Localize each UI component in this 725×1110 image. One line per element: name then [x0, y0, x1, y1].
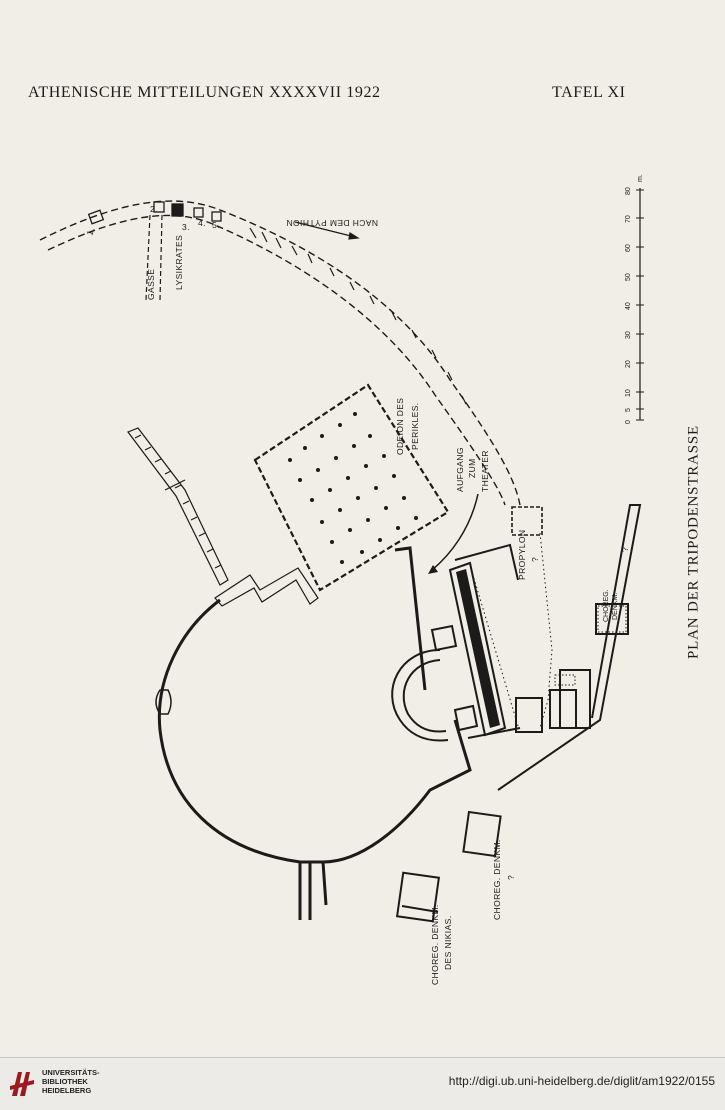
library-line-3: HEIDELBERG — [42, 1086, 92, 1095]
label-choreg-mid-q: ? — [506, 875, 516, 880]
scale-tick-70: 70 — [625, 215, 632, 223]
scale-tick-10: 10 — [625, 389, 632, 397]
permalink[interactable]: http://digi.ub.uni-heidelberg.de/diglit/… — [449, 1074, 715, 1088]
label-num-1: 1. — [84, 226, 96, 237]
label-odeion-2: PERIKLES. — [410, 402, 420, 450]
scale-tick-5: 5 — [625, 408, 632, 412]
library-name: UNIVERSITÄTS- BIBLIOTHEK HEIDELBERG — [42, 1068, 100, 1095]
scale-tick-30: 30 — [625, 331, 632, 339]
label-choreg-nikias-2: DES NIKIAS. — [443, 916, 453, 970]
label-propylon-q: ? — [530, 557, 540, 562]
permalink-link[interactable]: http://digi.ub.uni-heidelberg.de/diglit/… — [448, 1074, 715, 1088]
plate-number: TAFEL XI — [552, 84, 626, 101]
journal-header: ATHENISCHE MITTEILUNGEN XXXXVII 1922 — [28, 84, 381, 101]
odeion-columns — [288, 412, 418, 564]
scale-tick-20: 20 — [625, 360, 632, 368]
label-choreg-mid: CHOREG. DENKM. — [492, 839, 502, 920]
label-num-4: 4. — [198, 218, 206, 228]
label-choreg-top-2: DENKM. — [612, 593, 619, 620]
label-propylon: PROPYLON — [517, 530, 527, 580]
label-gasse: GASSE — [146, 269, 156, 300]
university-logo-icon — [10, 1072, 34, 1096]
label-num-3: 3. — [182, 222, 190, 232]
scale-unit: m. — [637, 174, 644, 182]
scale-tick-40: 40 — [625, 302, 632, 310]
label-aufgang-2: ZUM — [467, 458, 477, 478]
scale-tick-50: 50 — [625, 273, 632, 281]
scale-bar: 0 5 10 20 30 40 50 60 70 80 m. — [625, 174, 644, 424]
scale-tick-0: 0 — [625, 420, 632, 424]
tripod-street-plan: 1. 2. 3. 4. 5. GASSE LYSIKRATES NACH DEM… — [39, 174, 644, 985]
street-outline — [39, 200, 521, 506]
label-num-2: 2. — [150, 204, 158, 214]
label-choreg-top-q: ? — [620, 547, 630, 552]
label-choreg-top-1: CHOREG. — [603, 589, 610, 622]
label-num-5: 5. — [212, 220, 220, 230]
label-nach-pythion: NACH DEM PYTHION — [286, 218, 378, 228]
viewer-footer: UNIVERSITÄTS- BIBLIOTHEK HEIDELBERG http… — [0, 1057, 725, 1110]
label-aufgang-1: AUFGANG — [455, 447, 465, 492]
scale-tick-80: 80 — [625, 187, 632, 195]
label-odeion-1: ODEION DES — [395, 398, 405, 455]
label-lysikrates: LYSIKRATES — [174, 235, 184, 290]
label-aufgang-3: THEATER — [480, 450, 490, 492]
label-choreg-nikias-1: CHOREG. DENKM. — [430, 904, 440, 985]
scale-tick-60: 60 — [625, 244, 632, 252]
library-line-2: BIBLIOTHEK — [42, 1077, 88, 1086]
library-line-1: UNIVERSITÄTS- — [42, 1068, 100, 1077]
odeion-outline — [253, 383, 450, 592]
plate-page: ATHENISCHE MITTEILUNGEN XXXXVII 1922 TAF… — [28, 84, 702, 985]
